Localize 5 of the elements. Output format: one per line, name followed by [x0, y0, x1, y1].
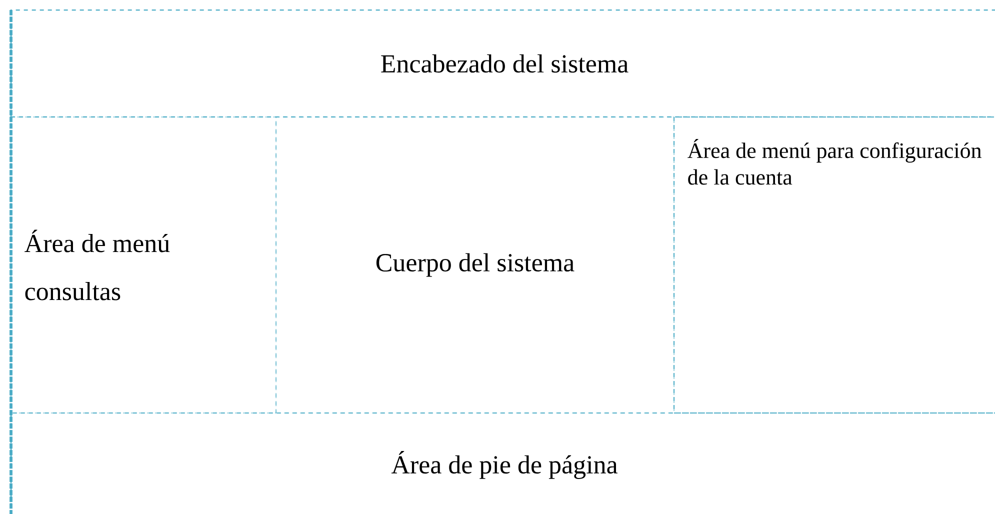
page-region-box: Cuerpo del sistema [276, 116, 674, 414]
page-region-box: Área de menú para configuración de la cuenta [673, 116, 995, 414]
page-region-box: Área de pie de página [10, 412, 995, 514]
page-region-box: Encabezado del sistema [10, 10, 995, 118]
page-region-box: Área de menú consultas [10, 116, 276, 414]
